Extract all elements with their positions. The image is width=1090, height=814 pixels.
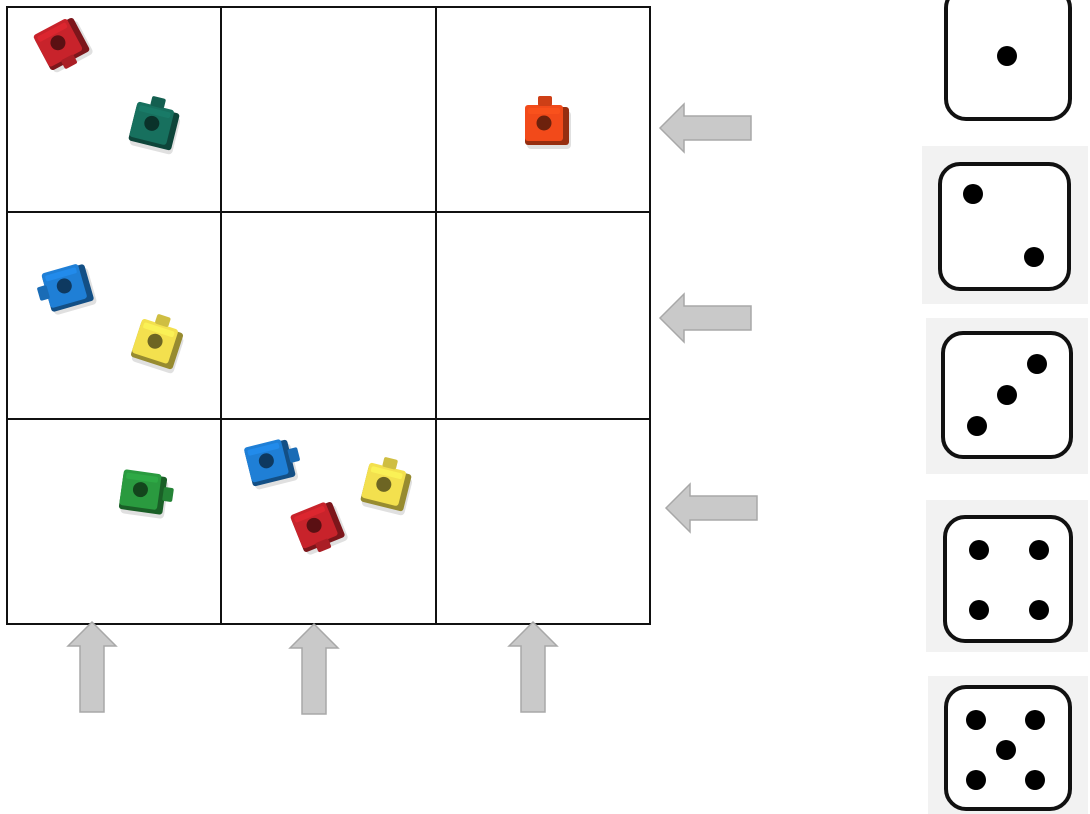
- blue-cube: [33, 261, 97, 318]
- dark-green-cube: [127, 93, 184, 156]
- die-two-pip-2: [1024, 247, 1044, 267]
- die-three-pip-2: [997, 385, 1017, 405]
- red-cube: [33, 14, 95, 75]
- die-four-pip-1: [969, 540, 989, 560]
- die-two-pip-1: [963, 184, 983, 204]
- die-five-pip-2: [1025, 710, 1045, 730]
- die-five-pip-4: [966, 770, 986, 790]
- orange-cube: [525, 96, 571, 149]
- row-1-left-arrow: [660, 104, 751, 152]
- die-four-pip-3: [969, 600, 989, 620]
- die-two: [940, 164, 1069, 289]
- die-five-pip-1: [966, 710, 986, 730]
- dice-column: [922, 0, 1088, 814]
- column-arrows: [68, 622, 557, 714]
- die-four-pip-4: [1029, 600, 1049, 620]
- orange-cube-hole: [537, 116, 552, 131]
- orange-cube-highlight: [528, 108, 560, 114]
- yellow-cube: [129, 310, 189, 375]
- column-3-up-arrow: [509, 622, 557, 712]
- die-one-pip: [997, 46, 1017, 66]
- die-three: [943, 333, 1071, 457]
- die-five-pip-3: [996, 740, 1016, 760]
- die-four: [945, 517, 1071, 641]
- row-2-left-arrow: [660, 294, 751, 342]
- die-five-pip-5: [1025, 770, 1045, 790]
- die-three-pip-3: [967, 416, 987, 436]
- blue-cube: [244, 435, 305, 490]
- orange-cube-peg: [538, 96, 552, 106]
- die-two-face: [940, 164, 1069, 289]
- row-arrows: [660, 104, 757, 532]
- cubes-layer: [33, 14, 571, 557]
- green-cube-peg: [162, 487, 174, 502]
- column-2-up-arrow: [290, 624, 338, 714]
- die-four-face: [945, 517, 1071, 641]
- die-five: [946, 687, 1070, 809]
- column-1-up-arrow: [68, 622, 116, 712]
- green-cube: [118, 469, 176, 520]
- red-cube: [290, 499, 350, 558]
- yellow-cube: [359, 454, 416, 517]
- die-three-pip-1: [1027, 354, 1047, 374]
- die-four-pip-2: [1029, 540, 1049, 560]
- die-one: [946, 0, 1070, 119]
- row-3-left-arrow: [666, 484, 757, 532]
